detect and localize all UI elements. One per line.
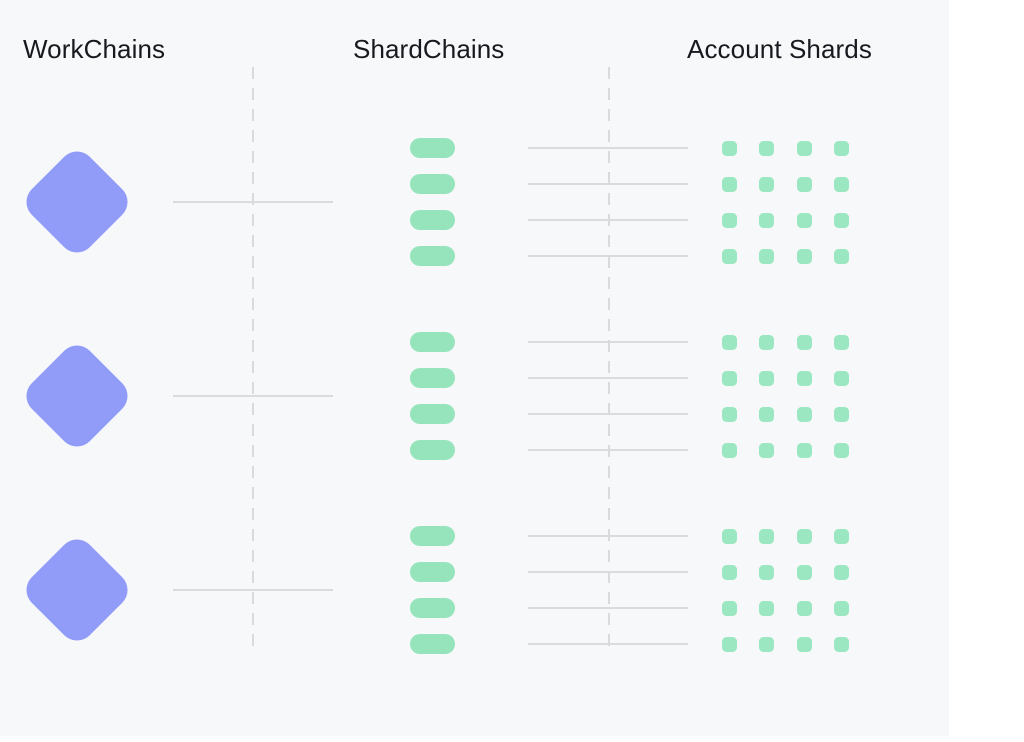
shardchain-pill	[410, 598, 455, 618]
account-shard-square	[834, 140, 849, 156]
shardchain-pill	[410, 404, 455, 424]
shardchain-pill	[410, 138, 455, 158]
account-shard-square	[759, 334, 774, 350]
shardchain-connector-line	[528, 219, 688, 221]
shardchain-pill	[410, 210, 455, 230]
shardchain-connector-line	[528, 607, 688, 609]
shardchain-connector-line	[528, 571, 688, 573]
shardchain-pill	[410, 246, 455, 266]
account-shard-square	[759, 442, 774, 458]
shardchain-pill	[410, 440, 455, 460]
account-shard-square	[722, 248, 737, 264]
account-shard-square	[797, 334, 812, 350]
column-title-account-shards: Account Shards	[687, 34, 872, 64]
account-shard-square	[797, 248, 812, 264]
shardchain-pill	[410, 174, 455, 194]
shardchain-connector-line	[528, 449, 688, 451]
account-shard-square	[722, 406, 737, 422]
account-shard-square	[797, 140, 812, 156]
account-shard-square	[834, 636, 849, 652]
account-shard-square	[834, 442, 849, 458]
account-shard-square	[797, 406, 812, 422]
dashed-separator-left	[252, 67, 254, 655]
account-shard-square	[797, 212, 812, 228]
shardchain-pill	[410, 526, 455, 546]
account-shard-square	[722, 636, 737, 652]
account-shard-square	[722, 564, 737, 580]
account-shard-square	[797, 636, 812, 652]
shardchain-pill	[410, 562, 455, 582]
shardchain-pill	[410, 368, 455, 388]
account-shard-square	[759, 564, 774, 580]
account-shard-square	[722, 140, 737, 156]
account-shard-square	[759, 406, 774, 422]
dashed-separator-right	[608, 67, 610, 655]
workchain-connector-line	[173, 395, 333, 397]
shardchain-connector-line	[528, 341, 688, 343]
account-shard-square	[797, 528, 812, 544]
account-shard-square	[797, 176, 812, 192]
account-shard-square	[834, 212, 849, 228]
account-shard-square	[759, 176, 774, 192]
shardchain-connector-line	[528, 255, 688, 257]
account-shard-square	[759, 528, 774, 544]
account-shard-square	[797, 370, 812, 386]
account-shard-square	[834, 334, 849, 350]
account-shard-square	[834, 564, 849, 580]
shardchain-connector-line	[528, 183, 688, 185]
account-shard-square	[797, 600, 812, 616]
account-shard-square	[722, 528, 737, 544]
shardchain-connector-line	[528, 377, 688, 379]
account-shard-square	[759, 600, 774, 616]
account-shard-square	[834, 600, 849, 616]
account-shard-square	[722, 370, 737, 386]
column-title-shardchains: ShardChains	[353, 34, 505, 64]
shardchain-connector-line	[528, 643, 688, 645]
account-shard-square	[722, 176, 737, 192]
account-shard-square	[797, 564, 812, 580]
shardchain-connector-line	[528, 413, 688, 415]
account-shard-square	[797, 442, 812, 458]
account-shard-square	[834, 248, 849, 264]
account-shard-square	[759, 370, 774, 386]
account-shard-square	[834, 176, 849, 192]
account-shard-square	[834, 406, 849, 422]
column-title-workchains: WorkChains	[23, 34, 166, 64]
account-shard-square	[722, 600, 737, 616]
account-shard-square	[722, 334, 737, 350]
workchain-connector-line	[173, 201, 333, 203]
account-shard-square	[759, 248, 774, 264]
workchain-connector-line	[173, 589, 333, 591]
account-shard-square	[834, 528, 849, 544]
account-shard-square	[759, 140, 774, 156]
shardchain-pill	[410, 332, 455, 352]
account-shard-square	[759, 636, 774, 652]
account-shard-square	[759, 212, 774, 228]
account-shard-square	[722, 212, 737, 228]
diagram-panel-background	[0, 0, 949, 736]
account-shard-square	[834, 370, 849, 386]
shardchain-pill	[410, 634, 455, 654]
shardchain-connector-line	[528, 535, 688, 537]
account-shard-square	[722, 442, 737, 458]
shardchain-connector-line	[528, 147, 688, 149]
